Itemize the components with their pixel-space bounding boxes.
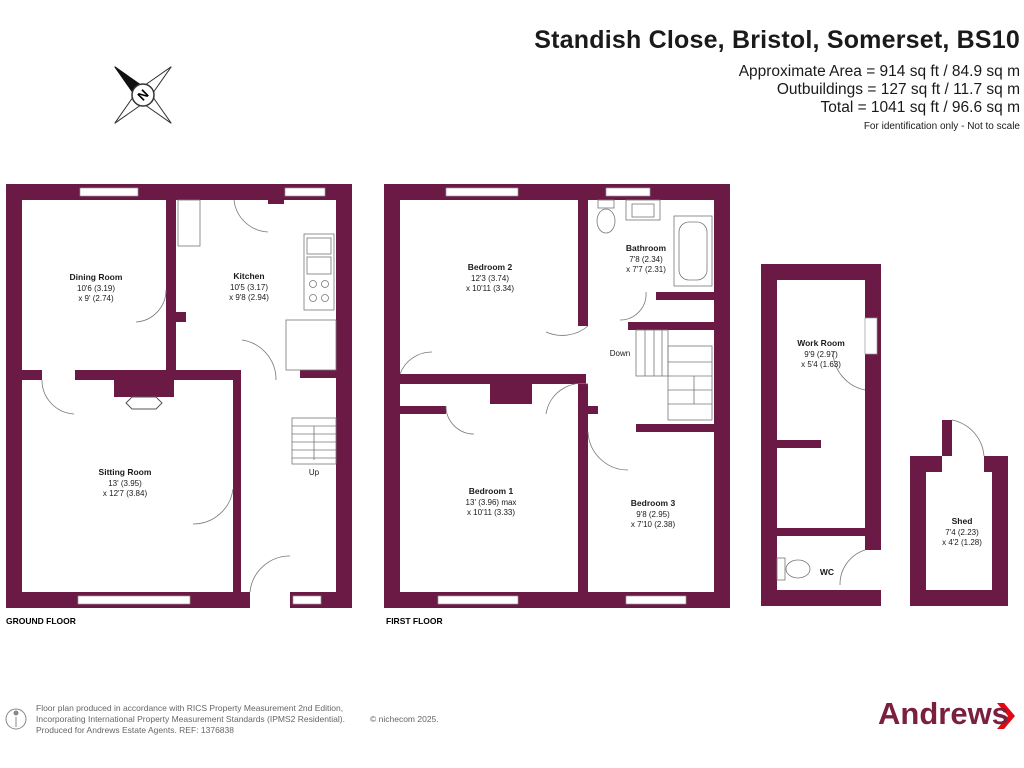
workroom-dim2: x 5'4 (1.63) <box>801 360 841 369</box>
room-labels: Dining Room 10'6 (3.19) x 9' (2.74) Kitc… <box>6 243 982 626</box>
ground-fittings <box>41 199 337 593</box>
sitting-room-dim1: 13' (3.95) <box>108 479 142 488</box>
footer-line-1: Floor plan produced in accordance with R… <box>36 703 344 713</box>
bathroom-dim1: 7'8 (2.34) <box>629 255 663 264</box>
kitchen-dim2: x 9'8 (2.94) <box>229 293 269 302</box>
ground-floor <box>6 184 352 608</box>
bedroom3-dim1: 9'8 (2.95) <box>636 510 670 519</box>
ground-floor-label: GROUND FLOOR <box>6 616 76 626</box>
footer-credit: © nichecom 2025. <box>370 714 439 724</box>
approx-area: Approximate Area = 914 sq ft / 84.9 sq m <box>738 63 1020 80</box>
workroom-name: Work Room <box>797 338 845 348</box>
property-title: Standish Close, Bristol, Somerset, BS10 <box>534 26 1020 54</box>
compass-icon: N <box>114 66 172 124</box>
outbuildings-area: Outbuildings = 127 sq ft / 11.7 sq m <box>776 81 1020 98</box>
sitting-room-dim2: x 12'7 (3.84) <box>103 489 148 498</box>
first-fittings <box>399 199 713 471</box>
footer-line-2: Incorporating International Property Mea… <box>36 714 345 724</box>
bedroom1-name: Bedroom 1 <box>469 486 514 496</box>
wc-name: WC <box>820 567 834 577</box>
workroom-dim1: 9'9 (2.97) <box>804 350 838 359</box>
bathroom-name: Bathroom <box>626 243 667 253</box>
first-floor-label: FIRST FLOOR <box>386 616 443 626</box>
stairs-down-label: Down <box>610 349 630 358</box>
sitting-room-name: Sitting Room <box>99 467 152 477</box>
bathroom-dim2: x 7'7 (2.31) <box>626 265 666 274</box>
bedroom3-name: Bedroom 3 <box>631 498 676 508</box>
dining-room-name: Dining Room <box>70 272 123 282</box>
scale-note: For identification only - Not to scale <box>863 121 1020 132</box>
bedroom2-dim2: x 10'11 (3.34) <box>466 284 514 293</box>
bedroom1-dim2: x 10'11 (3.33) <box>467 508 515 517</box>
shed-dim2: x 4'2 (1.28) <box>942 538 982 547</box>
total-area: Total = 1041 sq ft / 96.6 sq m <box>820 99 1020 116</box>
brand-chevron-icon <box>997 703 1015 729</box>
footer-line-3: Produced for Andrews Estate Agents. REF:… <box>36 725 234 735</box>
shed-dim1: 7'4 (2.23) <box>945 528 979 537</box>
area-summary: Approximate Area = 914 sq ft / 84.9 sq m… <box>739 63 1020 117</box>
footer-text: Floor plan produced in accordance with R… <box>36 703 345 736</box>
dining-room-dim2: x 9' (2.74) <box>78 294 114 303</box>
stairs-up-label: Up <box>309 468 320 477</box>
shed-name: Shed <box>952 516 973 526</box>
bedroom2-dim1: 12'3 (3.74) <box>471 274 509 283</box>
person-icon <box>5 708 27 730</box>
bedroom1-dim1: 13' (3.96) max <box>466 498 517 507</box>
first-floor <box>384 184 730 608</box>
kitchen-dim1: 10'5 (3.17) <box>230 283 268 292</box>
outbuilding-fittings <box>776 351 985 586</box>
outbuildings <box>761 264 1008 606</box>
bedroom3-dim2: x 7'10 (2.38) <box>631 520 676 529</box>
dining-room-dim1: 10'6 (3.19) <box>77 284 115 293</box>
bedroom2-name: Bedroom 2 <box>468 262 513 272</box>
brand-logo: Andrews <box>878 696 1009 731</box>
kitchen-name: Kitchen <box>233 271 264 281</box>
